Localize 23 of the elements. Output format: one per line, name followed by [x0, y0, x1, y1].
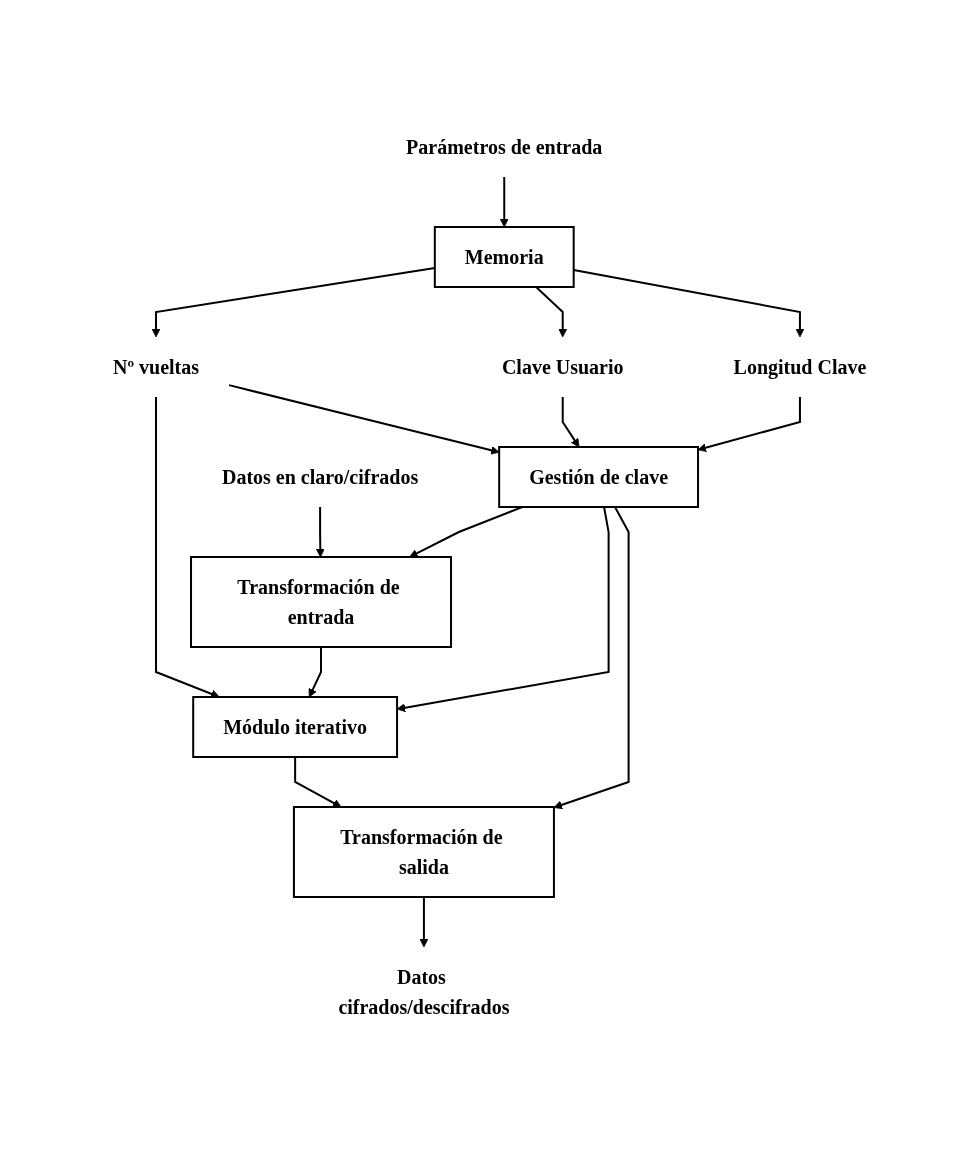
arrow [293, 755, 342, 807]
node-text: Datos cifrados/descifrados [338, 965, 510, 1018]
arrow [154, 395, 220, 698]
arrow [308, 645, 322, 697]
node-box: Transformación de salida [292, 805, 555, 898]
node-text: Longitud Clave [733, 355, 867, 378]
node-box: Memoria [433, 225, 575, 288]
arrow [534, 285, 567, 337]
node-text: Datos en claro/cifrados [221, 465, 419, 488]
arrow [419, 895, 429, 947]
arrow [409, 505, 524, 557]
arrow [315, 505, 325, 557]
node-text: Clave Usuario [501, 355, 624, 378]
node-text: Nº vueltas [112, 355, 199, 378]
node-box: Módulo iterativo [192, 695, 398, 758]
arrow [561, 395, 580, 447]
node-text: Parámetros de entrada [405, 135, 603, 158]
arrow [553, 505, 630, 809]
arrow [396, 505, 610, 712]
arrow [697, 395, 801, 452]
arrow [499, 175, 509, 227]
node-box: Transformación de entrada [189, 555, 452, 648]
node-box: Gestión de clave [498, 445, 699, 508]
